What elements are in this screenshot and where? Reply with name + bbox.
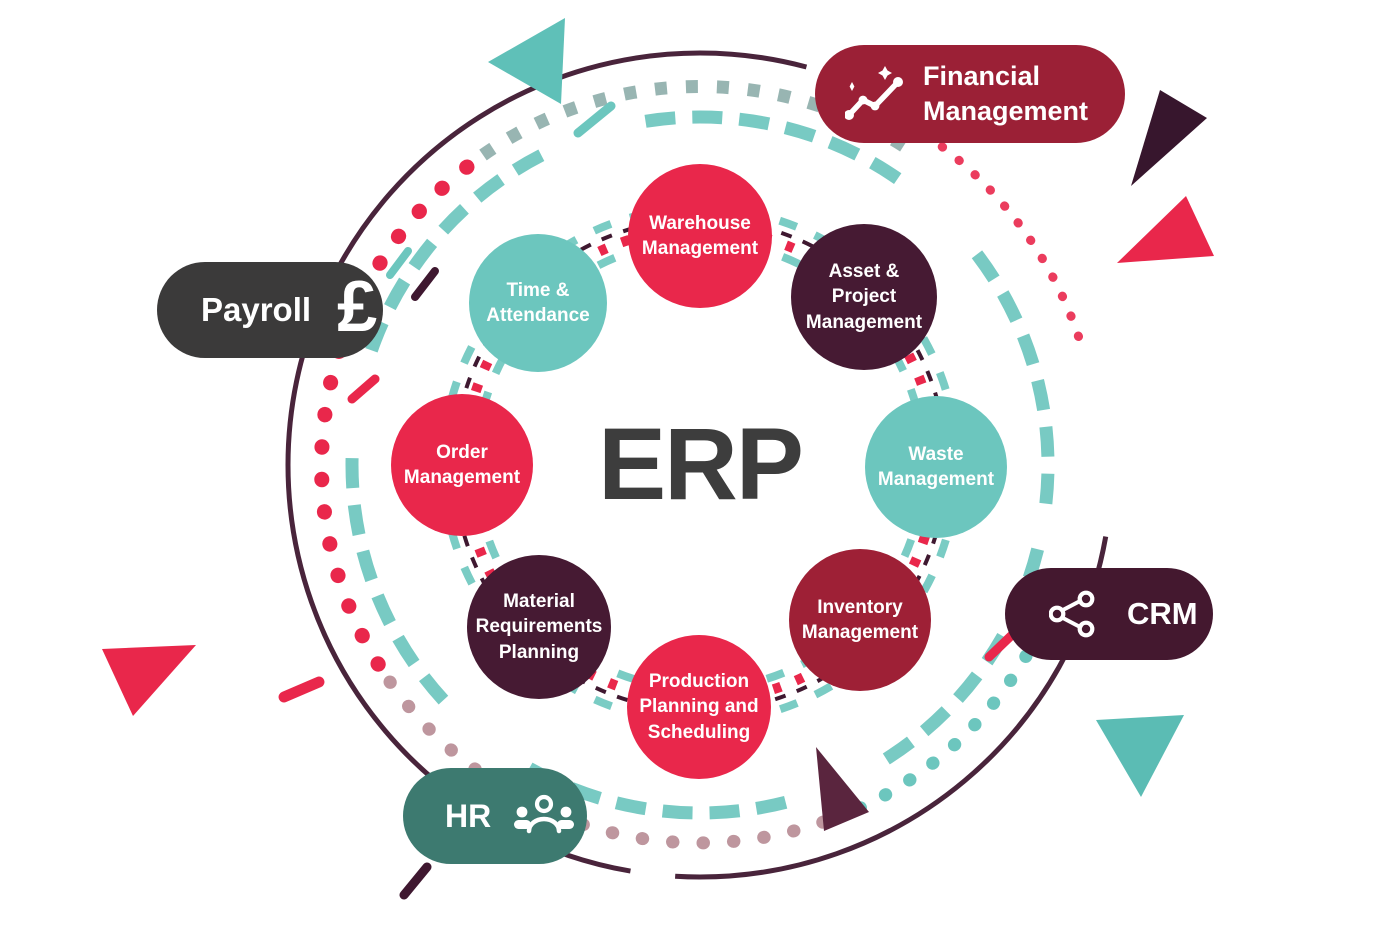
crm-badge: CRM <box>1005 568 1213 660</box>
module-label: Waste Management <box>877 443 995 490</box>
triangle-bottom-center <box>816 747 869 831</box>
module-inventory-management: Inventory Management <box>789 549 931 691</box>
module-time-attendance: Time & Attendance <box>469 234 607 372</box>
module-label: Production Planning and Scheduling <box>639 671 759 743</box>
module-label: Warehouse Management <box>641 212 759 259</box>
module-waste-management: Waste Management <box>865 396 1007 538</box>
module-production-planning-scheduling: Production Planning and Scheduling <box>627 635 771 779</box>
pink-dots-arc-bottom <box>383 675 836 850</box>
triangle-right-upper <box>1131 90 1207 186</box>
payroll-label: Payroll <box>201 291 312 328</box>
hr-label: HR <box>445 797 492 834</box>
share-network-icon <box>1049 590 1097 638</box>
outer-dark-ring <box>285 50 1115 880</box>
module-label: Material Requirements Planning <box>475 591 603 663</box>
module-label: Order Management <box>403 441 521 488</box>
triangle-right-mid <box>1117 196 1214 263</box>
financial-management-label: Financial Management <box>923 61 1089 126</box>
teal-dash-ring <box>345 110 1055 820</box>
module-warehouse-management: Warehouse Management <box>628 164 772 308</box>
triangle-top-left <box>488 18 565 104</box>
crm-label: CRM <box>1127 596 1198 631</box>
module-label: Inventory Management <box>801 596 919 643</box>
erp-center-label: ERP <box>598 406 804 521</box>
trend-chart-sparkles-icon <box>845 66 907 122</box>
pound-sterling-icon: £ <box>337 267 378 347</box>
financial-management-badge: Financial Management <box>815 45 1125 143</box>
triangle-bottom-right <box>1096 715 1184 797</box>
payroll-badge: Payroll £ <box>157 262 383 358</box>
red-dots-arc-left <box>314 159 475 690</box>
module-label: Asset & Project Management <box>805 261 923 333</box>
module-asset-project-management: Asset & Project Management <box>791 224 937 370</box>
module-label: Time & Attendance <box>486 279 590 326</box>
people-group-icon <box>513 793 575 839</box>
scribble-dashes <box>278 101 1019 900</box>
module-order-management: Order Management <box>391 394 533 536</box>
triangle-left-lower <box>102 645 196 716</box>
gray-teal-dots-arc <box>479 80 921 161</box>
module-material-requirements-planning: Material Requirements Planning <box>467 555 611 699</box>
hr-badge: HR <box>403 768 587 864</box>
